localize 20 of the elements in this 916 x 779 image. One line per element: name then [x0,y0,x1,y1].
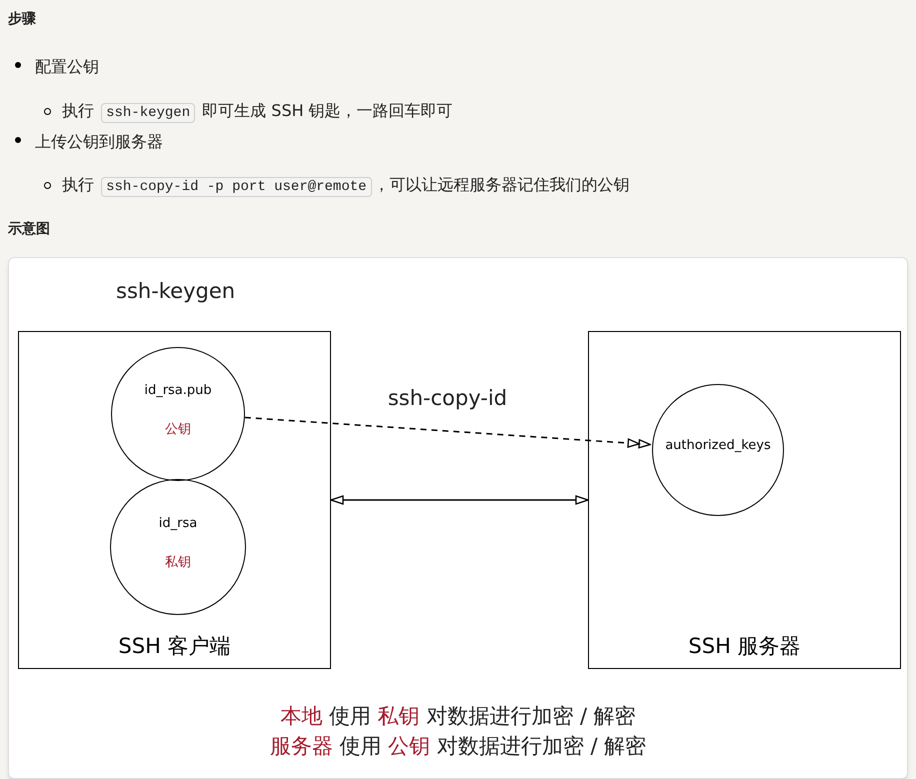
list-item-text: 上传公钥到服务器 [35,131,163,153]
diagram-card [8,257,908,779]
key-type-label: 公钥 [165,421,191,439]
note-text: 本地 使用 私钥 对数据进行加密 / 解密 [280,703,636,730]
list-item-text: 配置公钥 [35,56,99,78]
box-title: SSH 客户端 [117,632,232,660]
key-file-label: id_rsa [158,514,198,532]
note-text: 服务器 使用 公钥 对数据进行加密 / 解密 [270,733,646,760]
double-arrow [330,495,589,505]
list-item-text: 执行 ssh-keygen 即可生成 SSH 钥匙，一路回车即可 [62,100,453,125]
host-box [588,331,901,669]
key-file-label: authorized_keys [665,437,771,456]
box-title: SSH 服务器 [687,632,802,660]
command-label: ssh-keygen [116,278,236,305]
key-type-label: 私钥 [165,554,191,572]
host-box [18,331,331,669]
section-heading: 步骤 [8,10,36,29]
list-item-text: 执行 ssh-copy-id -p port user@remote，可以让远程服务器记住我们的公钥 [62,174,630,199]
section-heading: 示意图 [8,220,50,239]
key-file-label: id_rsa.pub [144,382,212,400]
